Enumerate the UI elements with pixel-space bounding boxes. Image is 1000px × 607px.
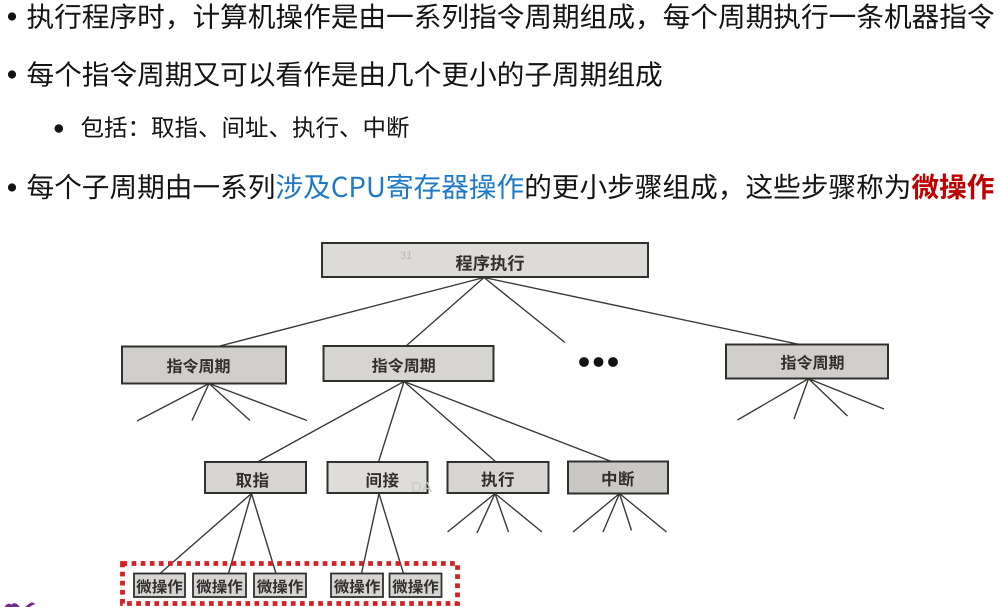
svg-text:DA: DA (411, 479, 432, 496)
svg-text:31: 31 (400, 250, 412, 262)
